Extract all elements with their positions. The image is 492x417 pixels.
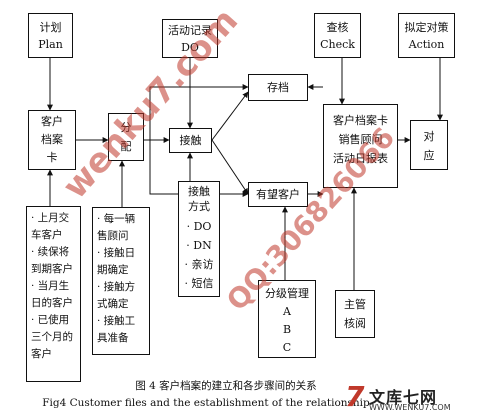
- source-line: 到期客户: [31, 263, 73, 275]
- caption-zh: 图 4 客户档案的建立和各步骤间的关系: [135, 380, 317, 392]
- countermeasure-box: 对 应: [410, 120, 448, 170]
- caption-en: Fig4 Customer files and the establishmen…: [42, 397, 370, 409]
- plan-label: 计划: [39, 21, 62, 34]
- countermeasure-line1: 对: [423, 130, 435, 143]
- contact-method-title1: 接触: [188, 185, 210, 198]
- archive-label: 存档: [267, 81, 289, 94]
- activity-record-box: 活动记录 DO: [162, 19, 218, 58]
- preparation-box: · 每一辆 售顾问 · 接触日 期确定 · 接触方 式确定 · 接触工 具准备: [92, 207, 150, 355]
- contact-method-item: · DO: [186, 220, 212, 233]
- grade-a: A: [283, 305, 291, 318]
- prep-line: · 接触日: [97, 247, 136, 259]
- grade-b: B: [282, 323, 292, 336]
- activity-record-label: 活动记录: [168, 24, 212, 37]
- customer-file-card-box: 客户档案卡 销售顾问 活动日报表: [323, 104, 398, 188]
- source-line: 客户: [31, 348, 52, 360]
- site-logo: 7 文库七网 WWW.WENKU7.COM: [345, 380, 485, 414]
- contact-label: 接触: [179, 134, 202, 147]
- source-line: · 已使用: [31, 314, 70, 326]
- action-sublabel: Action: [408, 38, 445, 51]
- file-card-line3: 活动日报表: [333, 152, 388, 165]
- logo-mark: 7: [345, 380, 365, 413]
- contact-method-item: · DN: [186, 239, 212, 252]
- allocate-box: 分 配: [108, 113, 144, 161]
- source-line: · 上月交: [31, 212, 70, 224]
- activity-record-sublabel: DO: [181, 41, 199, 54]
- countermeasure-line2: 应: [423, 149, 435, 162]
- grade-c: C: [282, 341, 292, 354]
- logo-name: 文库七网: [369, 388, 438, 407]
- prep-line: · 接触方: [97, 281, 136, 293]
- source-line: · 续保将: [31, 246, 70, 258]
- check-box: 查核 Check: [314, 13, 361, 58]
- supervisor-line1: 主管: [344, 298, 366, 311]
- prep-line: 期确定: [97, 264, 129, 276]
- source-line: · 当月生: [31, 280, 70, 292]
- prospect-box: 有望客户: [248, 182, 308, 207]
- prep-line: · 接触工: [97, 315, 136, 327]
- action-label: 拟定对策: [404, 21, 449, 34]
- grade-management-box: 分级管理 A B C: [258, 280, 316, 358]
- logo-url: WWW.WENKU7.COM: [369, 403, 451, 412]
- file-card-line1: 客户档案卡: [333, 114, 388, 127]
- customer-file-line2: 档案: [41, 133, 63, 146]
- action-box: 拟定对策 Action: [398, 13, 455, 58]
- customer-file-box: 客户 档案 卡: [28, 110, 76, 170]
- contact-method-item: · 亲访: [184, 258, 214, 271]
- prep-line: · 每一辆: [97, 213, 136, 225]
- contact-method-item: · 短信: [184, 277, 214, 290]
- customer-file-line3: 卡: [46, 151, 58, 164]
- supervisor-line2: 核阅: [344, 317, 366, 330]
- prospect-label: 有望客户: [256, 188, 300, 201]
- customer-sources-box: · 上月交 车客户 · 续保将 到期客户 · 当月生 日的客户 · 已使用 三个…: [26, 206, 81, 382]
- arrow-contact-to-prospect: [211, 139, 249, 195]
- supervisor-review-box: 主管 核阅: [335, 290, 375, 338]
- plan-sublabel: Plan: [38, 38, 63, 51]
- source-line: 三个月的: [31, 331, 73, 343]
- source-line: 日的客户: [31, 297, 73, 309]
- contact-box: 接触: [169, 128, 212, 153]
- prep-line: 具准备: [97, 332, 129, 344]
- plan-box: 计划 Plan: [28, 13, 73, 58]
- prep-line: 售顾问: [97, 230, 129, 242]
- customer-file-line1: 客户: [41, 115, 63, 128]
- grade-title: 分级管理: [265, 287, 309, 300]
- prep-line: 式确定: [97, 298, 129, 310]
- contact-method-title2: 方式: [188, 200, 210, 213]
- check-label: 查核: [326, 21, 349, 34]
- check-sublabel: Check: [320, 38, 355, 51]
- allocate-line2: 配: [120, 140, 132, 153]
- arrow-contact-to-archive: [211, 91, 249, 141]
- allocate-line1: 分: [120, 121, 132, 134]
- source-line: 车客户: [31, 229, 63, 241]
- file-card-line2: 销售顾问: [338, 133, 383, 146]
- archive-box: 存档: [248, 74, 308, 101]
- contact-method-box: 接触 方式 · DO · DN · 亲访 · 短信: [178, 181, 220, 297]
